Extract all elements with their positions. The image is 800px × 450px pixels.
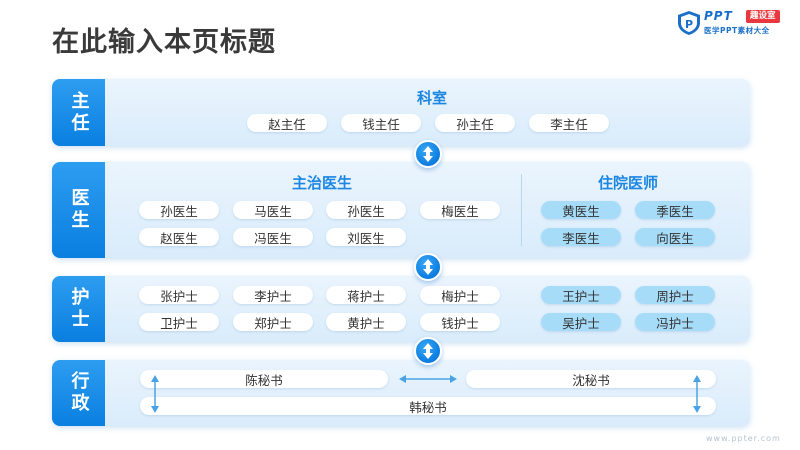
secretary-pill: 韩秘书 [140,397,716,415]
attending-pill: 孙医生 [326,201,406,219]
shield-p-icon: P [678,11,700,35]
page-title: 在此输入本页标题 [52,27,276,58]
nurse-pill: 卫护士 [139,313,219,331]
director-pill: 赵主任 [247,114,327,132]
nurse-pill-highlight: 吴护士 [541,313,621,331]
director-pill: 李主任 [529,114,609,132]
nurse-pill: 张护士 [139,286,219,304]
row-nurse: 护士 张护士 李护士 蒋护士 梅护士 卫护士 郑护士 黄护士 钱护士 王护士 周… [52,276,750,342]
nurse-pill: 郑护士 [233,313,313,331]
up-down-arrow-icon [414,253,442,281]
row-doctor: 医生 主治医生 住院医师 孙医生 马医生 孙医生 梅医生 赵医生 冯医生 刘医生… [52,162,750,258]
nurse-pill-highlight: 周护士 [635,286,715,304]
director-pill: 钱主任 [341,114,421,132]
row-director-label: 主任 [52,79,105,146]
attending-pill: 马医生 [233,201,313,219]
logo-badge: 趣设室 [746,10,780,23]
brand-logo: P PPT 趣设室 医学PPT素材大全 [676,8,794,38]
attending-pill: 刘医生 [326,228,406,246]
double-arrow-vertical-icon [693,375,701,413]
attending-pill: 赵医生 [139,228,219,246]
svg-text:P: P [685,18,693,31]
row-nurse-label: 护士 [52,276,105,342]
nurse-pill: 蒋护士 [326,286,406,304]
nurse-pill: 黄护士 [326,313,406,331]
nurse-pill: 李护士 [233,286,313,304]
attending-heading: 主治医生 [291,174,352,192]
up-down-arrow-icon [414,140,442,168]
attending-pill: 冯医生 [233,228,313,246]
secretary-pill: 陈秘书 [140,370,388,388]
nurse-pill-highlight: 冯护士 [635,313,715,331]
row-doctor-label: 医生 [52,162,105,258]
double-arrow-vertical-icon [151,375,159,413]
doctor-divider [521,174,522,246]
nurse-pill: 钱护士 [420,313,500,331]
attending-pill: 孙医生 [139,201,219,219]
resident-heading: 住院医师 [597,174,658,192]
attending-pill: 梅医生 [420,201,500,219]
row-director: 主任 科室 赵主任 钱主任 孙主任 李主任 [52,79,750,146]
nurse-pill: 梅护士 [420,286,500,304]
up-down-arrow-icon [414,337,442,365]
footer-watermark: www.ppter.com [706,434,781,443]
logo-tagline: 医学PPT素材大全 [704,26,770,35]
row-admin-label: 行政 [52,360,105,426]
director-pill: 孙主任 [435,114,515,132]
secretary-pill: 沈秘书 [466,370,716,388]
nurse-pill-highlight: 王护士 [541,286,621,304]
resident-pill: 黄医生 [541,201,621,219]
row-admin: 行政 陈秘书 沈秘书 韩秘书 [52,360,750,426]
resident-pill: 向医生 [635,228,715,246]
resident-pill: 李医生 [541,228,621,246]
row-director-background [52,79,750,146]
director-heading: 科室 [416,89,447,107]
logo-brand: PPT [704,9,733,23]
double-arrow-horizontal-icon [399,375,457,383]
resident-pill: 季医生 [635,201,715,219]
